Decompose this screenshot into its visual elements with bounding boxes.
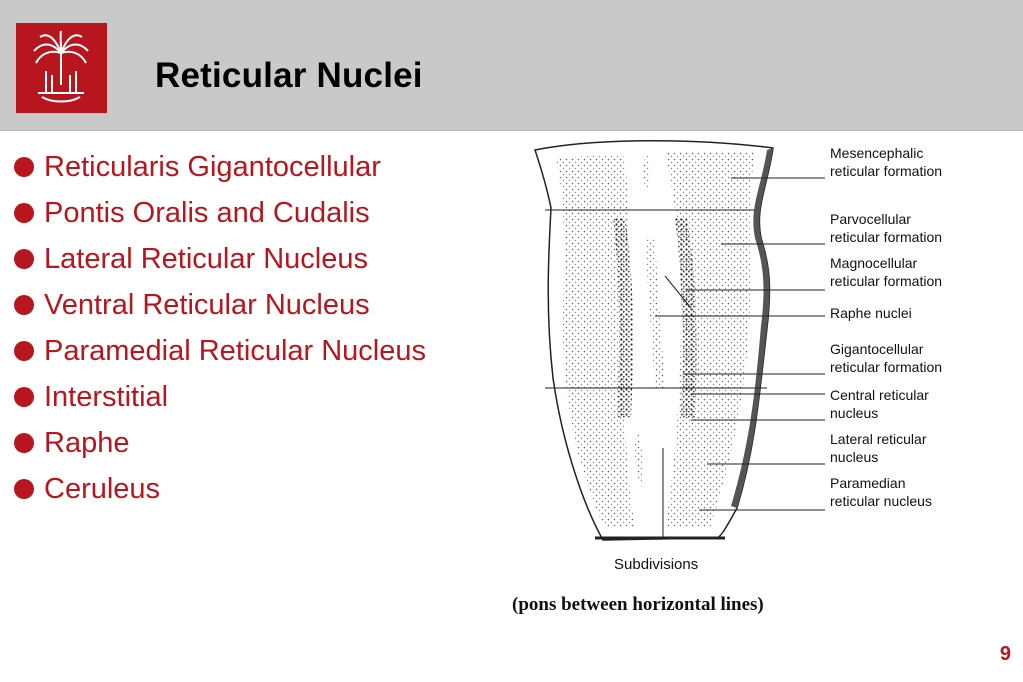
bullet-item: Paramedial Reticular Nucleus <box>14 332 494 370</box>
label-magnocellular: Magnocellular reticular formation <box>830 255 943 289</box>
label-central-reticular: Central reticular nucleus <box>830 387 929 421</box>
bullet-item: Raphe <box>14 424 494 462</box>
label-raphe-nuclei: Raphe nuclei <box>830 305 912 321</box>
bullet-item: Ceruleus <box>14 470 494 508</box>
subdivisions-label: Subdivisions <box>614 556 699 573</box>
bullet-dot-icon <box>14 203 34 223</box>
slide-title: Reticular Nuclei <box>155 56 423 95</box>
bullet-dot-icon <box>14 249 34 269</box>
bullet-item: Ventral Reticular Nucleus <box>14 286 494 324</box>
label-parvocellular: Parvocellular reticular formation <box>830 211 943 245</box>
bullet-list: Reticularis Gigantocellular Pontis Orali… <box>14 148 494 516</box>
bullet-item: Reticularis Gigantocellular <box>14 148 494 186</box>
label-mesencephalic: Mesencephalic reticular formation <box>830 145 943 179</box>
bullet-dot-icon <box>14 157 34 177</box>
bullet-dot-icon <box>14 341 34 361</box>
palmetto-tree-logo-icon <box>16 23 107 113</box>
label-paramedian: Paramedian reticular nucleus <box>830 475 932 509</box>
figure-caption: (pons between horizontal lines) <box>512 594 764 615</box>
brainstem-diagram: Mesencephalic reticular formation Parvoc… <box>505 128 1023 628</box>
bullet-dot-icon <box>14 479 34 499</box>
bullet-item: Interstitial <box>14 378 494 416</box>
label-lateral-reticular: Lateral reticular nucleus <box>830 431 927 465</box>
bullet-dot-icon <box>14 433 34 453</box>
label-gigantocellular: Gigantocellular reticular formation <box>830 341 943 375</box>
bullet-item: Lateral Reticular Nucleus <box>14 240 494 278</box>
bullet-dot-icon <box>14 387 34 407</box>
page-number: 9 <box>999 643 1011 665</box>
bullet-item: Pontis Oralis and Cudalis <box>14 194 494 232</box>
bullet-dot-icon <box>14 295 34 315</box>
brainstem-outline <box>534 140 825 541</box>
slide-header: Reticular Nuclei <box>0 0 1023 131</box>
